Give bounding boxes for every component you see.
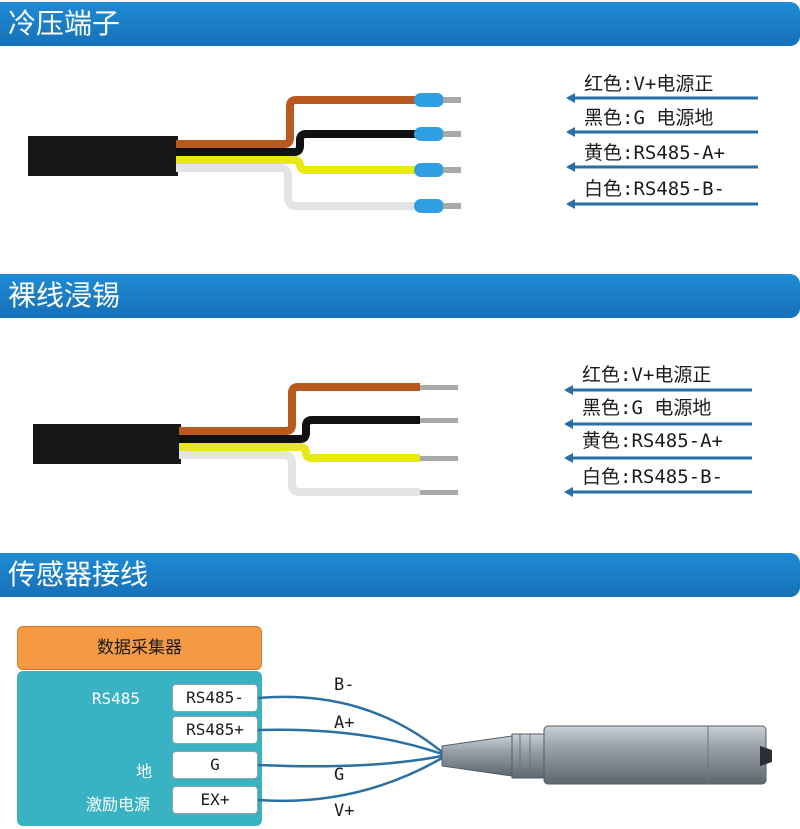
yellow-wire (179, 443, 420, 462)
bare-legend-white: 白色:RS485-B- (582, 466, 723, 488)
wire-b-minus (257, 695, 443, 753)
terminal-ground: G (172, 751, 258, 779)
terminal-label-excitation: 激励电源 (85, 795, 150, 814)
data-collector-title: 数据采集器 (97, 638, 182, 658)
wire-g (257, 754, 443, 768)
terminal-ground-text: G (210, 755, 220, 774)
bare-tip-black (420, 418, 458, 423)
arrow-left-icon (566, 199, 575, 209)
bare-tip-red (420, 385, 458, 390)
arrow-left-icon (566, 162, 575, 172)
crimp-legend: 红色:V+电源正 黑色:G 电源地 黄色:RS485-A+ 白色:RS485-B… (566, 73, 758, 209)
crimp-terminal-diagram: 红色:V+电源正 黑色:G 电源地 黄色:RS485-A+ 白色:RS485-B… (28, 73, 758, 213)
red-wire (176, 96, 420, 148)
bare-wire-diagram: 红色:V+电源正 黑色:G 电源地 黄色:RS485-A+ 白色:RS485-B… (33, 364, 752, 497)
section-header-crimp: 冷压端子 (0, 2, 800, 46)
arrow-left-icon (564, 385, 573, 395)
bare-legend-yellow: 黄色:RS485-A+ (582, 430, 723, 452)
ferrule-red (414, 93, 461, 107)
wire-label-b-minus: B- (334, 675, 354, 695)
black-wire (176, 130, 420, 156)
crimp-legend-red: 红色:V+电源正 (584, 73, 713, 95)
red-wire (179, 383, 420, 435)
crimp-legend-black: 黑色:G 电源地 (584, 107, 713, 129)
ferrule-yellow (414, 163, 461, 177)
white-wire (179, 451, 420, 496)
section-title-sensor: 传感器接线 (8, 558, 149, 591)
wire-a-plus (257, 728, 443, 756)
terminal-rs485-minus-text: RS485- (186, 688, 244, 707)
terminal-rs485-plus-text: RS485+ (186, 720, 244, 739)
ferrule-white (414, 199, 461, 213)
bare-tip-white (420, 490, 458, 495)
section-header-bare: 裸线浸锡 (0, 274, 800, 318)
arrow-left-icon (564, 453, 573, 463)
section-title-crimp: 冷压端子 (8, 7, 121, 40)
bare-legend-red: 红色:V+电源正 (582, 364, 711, 386)
bare-tip-yellow (420, 456, 458, 461)
arrow-left-icon (566, 127, 575, 137)
crimp-legend-yellow: 黄色:RS485-A+ (584, 142, 725, 164)
black-wire (179, 416, 420, 443)
cable-jacket (33, 424, 181, 464)
section-header-sensor: 传感器接线 (0, 553, 800, 597)
ferrule-black (414, 127, 461, 141)
wire-label-a-plus: A+ (334, 713, 354, 733)
terminal-label-rs485: RS485 (91, 689, 140, 708)
wire-label-v-plus: V+ (334, 801, 354, 821)
arrow-left-icon (564, 419, 573, 429)
terminal-excitation-text: EX+ (200, 790, 230, 809)
bare-legend: 红色:V+电源正 黑色:G 电源地 黄色:RS485-A+ 白色:RS485-B… (564, 364, 752, 497)
arrow-left-icon (566, 93, 575, 103)
wire-label-g: G (334, 765, 344, 785)
terminal-label-ground: 地 (135, 762, 152, 781)
arrow-left-icon (564, 487, 573, 497)
crimp-legend-white: 白色:RS485-B- (584, 178, 725, 200)
data-collector-header: 数据采集器 (17, 626, 262, 670)
pressure-sensor-probe (441, 725, 772, 785)
section-title-bare: 裸线浸锡 (8, 279, 121, 312)
terminal-rs485-plus: RS485+ (172, 716, 258, 744)
cable-jacket (28, 136, 178, 176)
wire-v-plus (257, 756, 443, 803)
white-wire (176, 164, 420, 210)
bare-legend-black: 黑色:G 电源地 (582, 397, 711, 419)
terminal-rs485-minus: RS485- (172, 684, 258, 712)
sensor-wiring-diagram: B- A+ G V+ (257, 675, 772, 821)
terminal-excitation: EX+ (172, 786, 258, 814)
yellow-wire (176, 156, 420, 174)
